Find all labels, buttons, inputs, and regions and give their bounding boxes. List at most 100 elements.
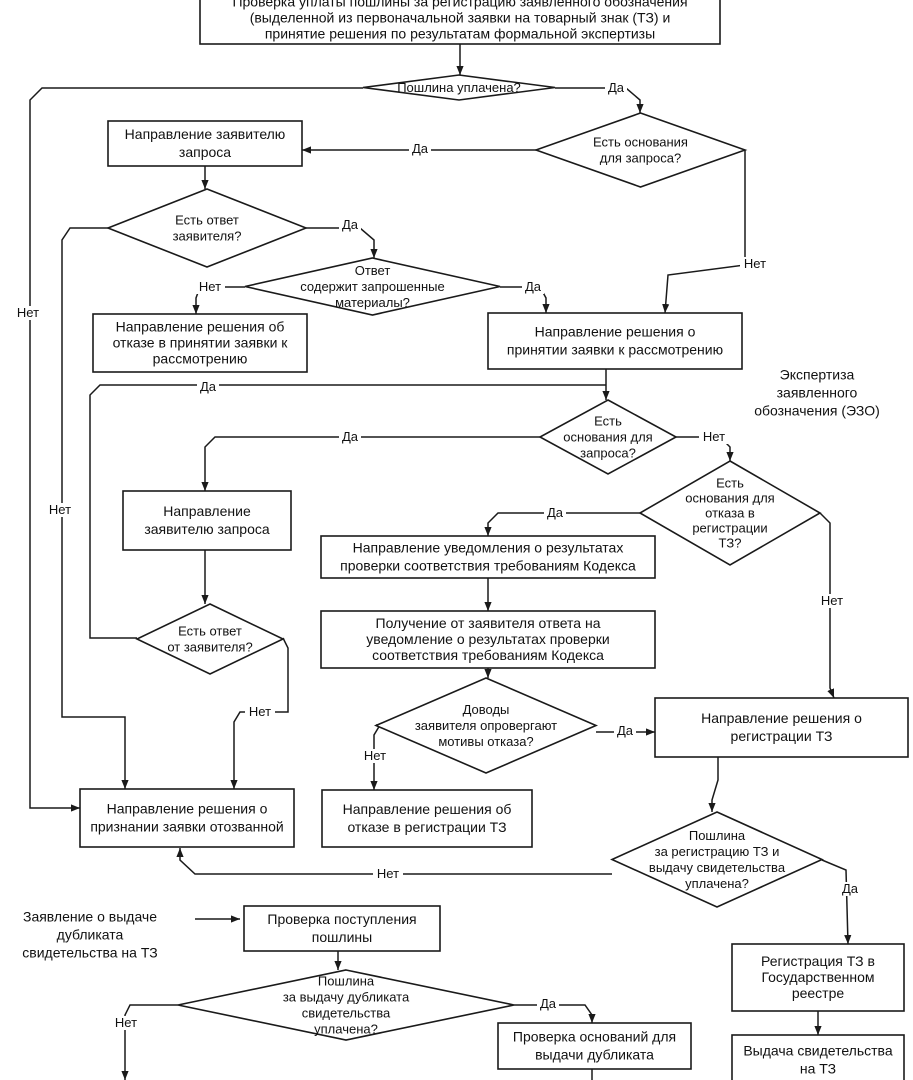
- edge-label-bg-10: [699, 430, 729, 444]
- connector-7: [306, 227, 378, 258]
- edge-label-bg-8: [197, 380, 219, 394]
- node-n-withdrawn-box: [79, 788, 295, 848]
- node-n-state-register-box: [731, 943, 905, 1012]
- edge-label-yes-19: Да: [540, 996, 557, 1011]
- edge-label-bg-14: [245, 705, 275, 719]
- edge-label-yes-9: Да: [342, 429, 359, 444]
- connector-2: [29, 87, 363, 812]
- node-n-reply-box: [320, 610, 656, 669]
- connector-12: [89, 384, 606, 639]
- edge-label-bg-2: [409, 142, 431, 156]
- edge-label-bg-3: [740, 257, 770, 271]
- node-d-dup-fee-diamond: [177, 969, 515, 1041]
- edge-label-no-16: Нет: [364, 748, 386, 763]
- edge-label-yes-1: Да: [608, 80, 625, 95]
- edge-label-yes-2: Да: [412, 141, 429, 156]
- connector-5: [662, 150, 746, 314]
- edge-label-no-12: Нет: [49, 502, 71, 517]
- node-n-refuse-reg-box: [321, 789, 533, 848]
- node-n-issue-box: [731, 1034, 905, 1080]
- node-d-grounds1-diamond: [533, 112, 748, 188]
- node-n-accept-box: [487, 312, 743, 370]
- edge-label-bg-12: [45, 503, 75, 517]
- edge-label-no-3: Нет: [744, 256, 766, 271]
- node-n-register-decision-box: [654, 697, 909, 758]
- edge-label-yes-15: Да: [617, 723, 634, 738]
- edge-label-no-20: Нет: [115, 1015, 137, 1030]
- edge-label-bg-18: [839, 882, 861, 896]
- edge-label-bg-4: [339, 218, 361, 232]
- node-n-notice-box: [320, 535, 656, 579]
- node-n-check-grounds-box: [497, 1022, 692, 1070]
- edge-label-bg-11: [544, 506, 566, 520]
- edge-label-yes-11: Да: [547, 505, 564, 520]
- edge-label-no-14: Нет: [249, 704, 271, 719]
- node-d-fee-diamond: [362, 74, 556, 101]
- edge-label-no-7: Нет: [17, 305, 39, 320]
- edge-label-no-17: Нет: [377, 866, 399, 881]
- connector-28: [121, 1004, 178, 1080]
- edge-label-yes-8: Да: [200, 379, 217, 394]
- edge-label-bg-13: [817, 594, 847, 608]
- edge-label-no-5: Нет: [199, 279, 221, 294]
- node-n-request1-box: [107, 120, 303, 167]
- edge-label-yes-6: Да: [525, 279, 542, 294]
- node-n-formal-text: Проверка уплаты пошлины за регистрацию з…: [232, 0, 687, 42]
- edge-label-bg-17: [373, 867, 403, 881]
- nodes: Проверка уплаты пошлины за регистрацию з…: [22, 0, 909, 1080]
- connector-8: [61, 227, 129, 789]
- edge-label-bg-6: [522, 280, 544, 294]
- edge-label-yes-4: Да: [342, 217, 359, 232]
- node-d-arguments-diamond: [373, 677, 599, 774]
- node-d-answer2-diamond: [135, 603, 285, 675]
- edge-label-bg-9: [339, 430, 361, 444]
- node-d-grounds2-diamond: [538, 399, 678, 475]
- node-d-materials-diamond: [244, 257, 501, 316]
- node-n-request2-box: [122, 490, 292, 551]
- edge-label-no-10: Нет: [703, 429, 725, 444]
- connector-17: [484, 512, 640, 536]
- edge-label-bg-5: [195, 280, 225, 294]
- edge-label-no-13: Нет: [821, 593, 843, 608]
- edge-label-bg-15: [614, 724, 636, 738]
- node-d-refuse-grounds-diamond: [638, 460, 822, 566]
- edge-label-bg-1: [605, 81, 627, 95]
- node-n-refuse-accept-box: [92, 313, 308, 373]
- connector-23: [708, 757, 719, 812]
- node-d-reg-fee-diamond: [610, 811, 824, 908]
- edge-label-bg-16: [360, 749, 390, 763]
- connector-13: [201, 436, 540, 491]
- node-d-fee-text: Пошлина уплачена?: [397, 80, 521, 95]
- connector-3: [555, 87, 644, 113]
- edge-label-yes-18: Да: [842, 881, 859, 896]
- connector-24: [176, 848, 612, 875]
- edge-label-bg-7: [13, 306, 43, 320]
- connector-25: [821, 859, 852, 945]
